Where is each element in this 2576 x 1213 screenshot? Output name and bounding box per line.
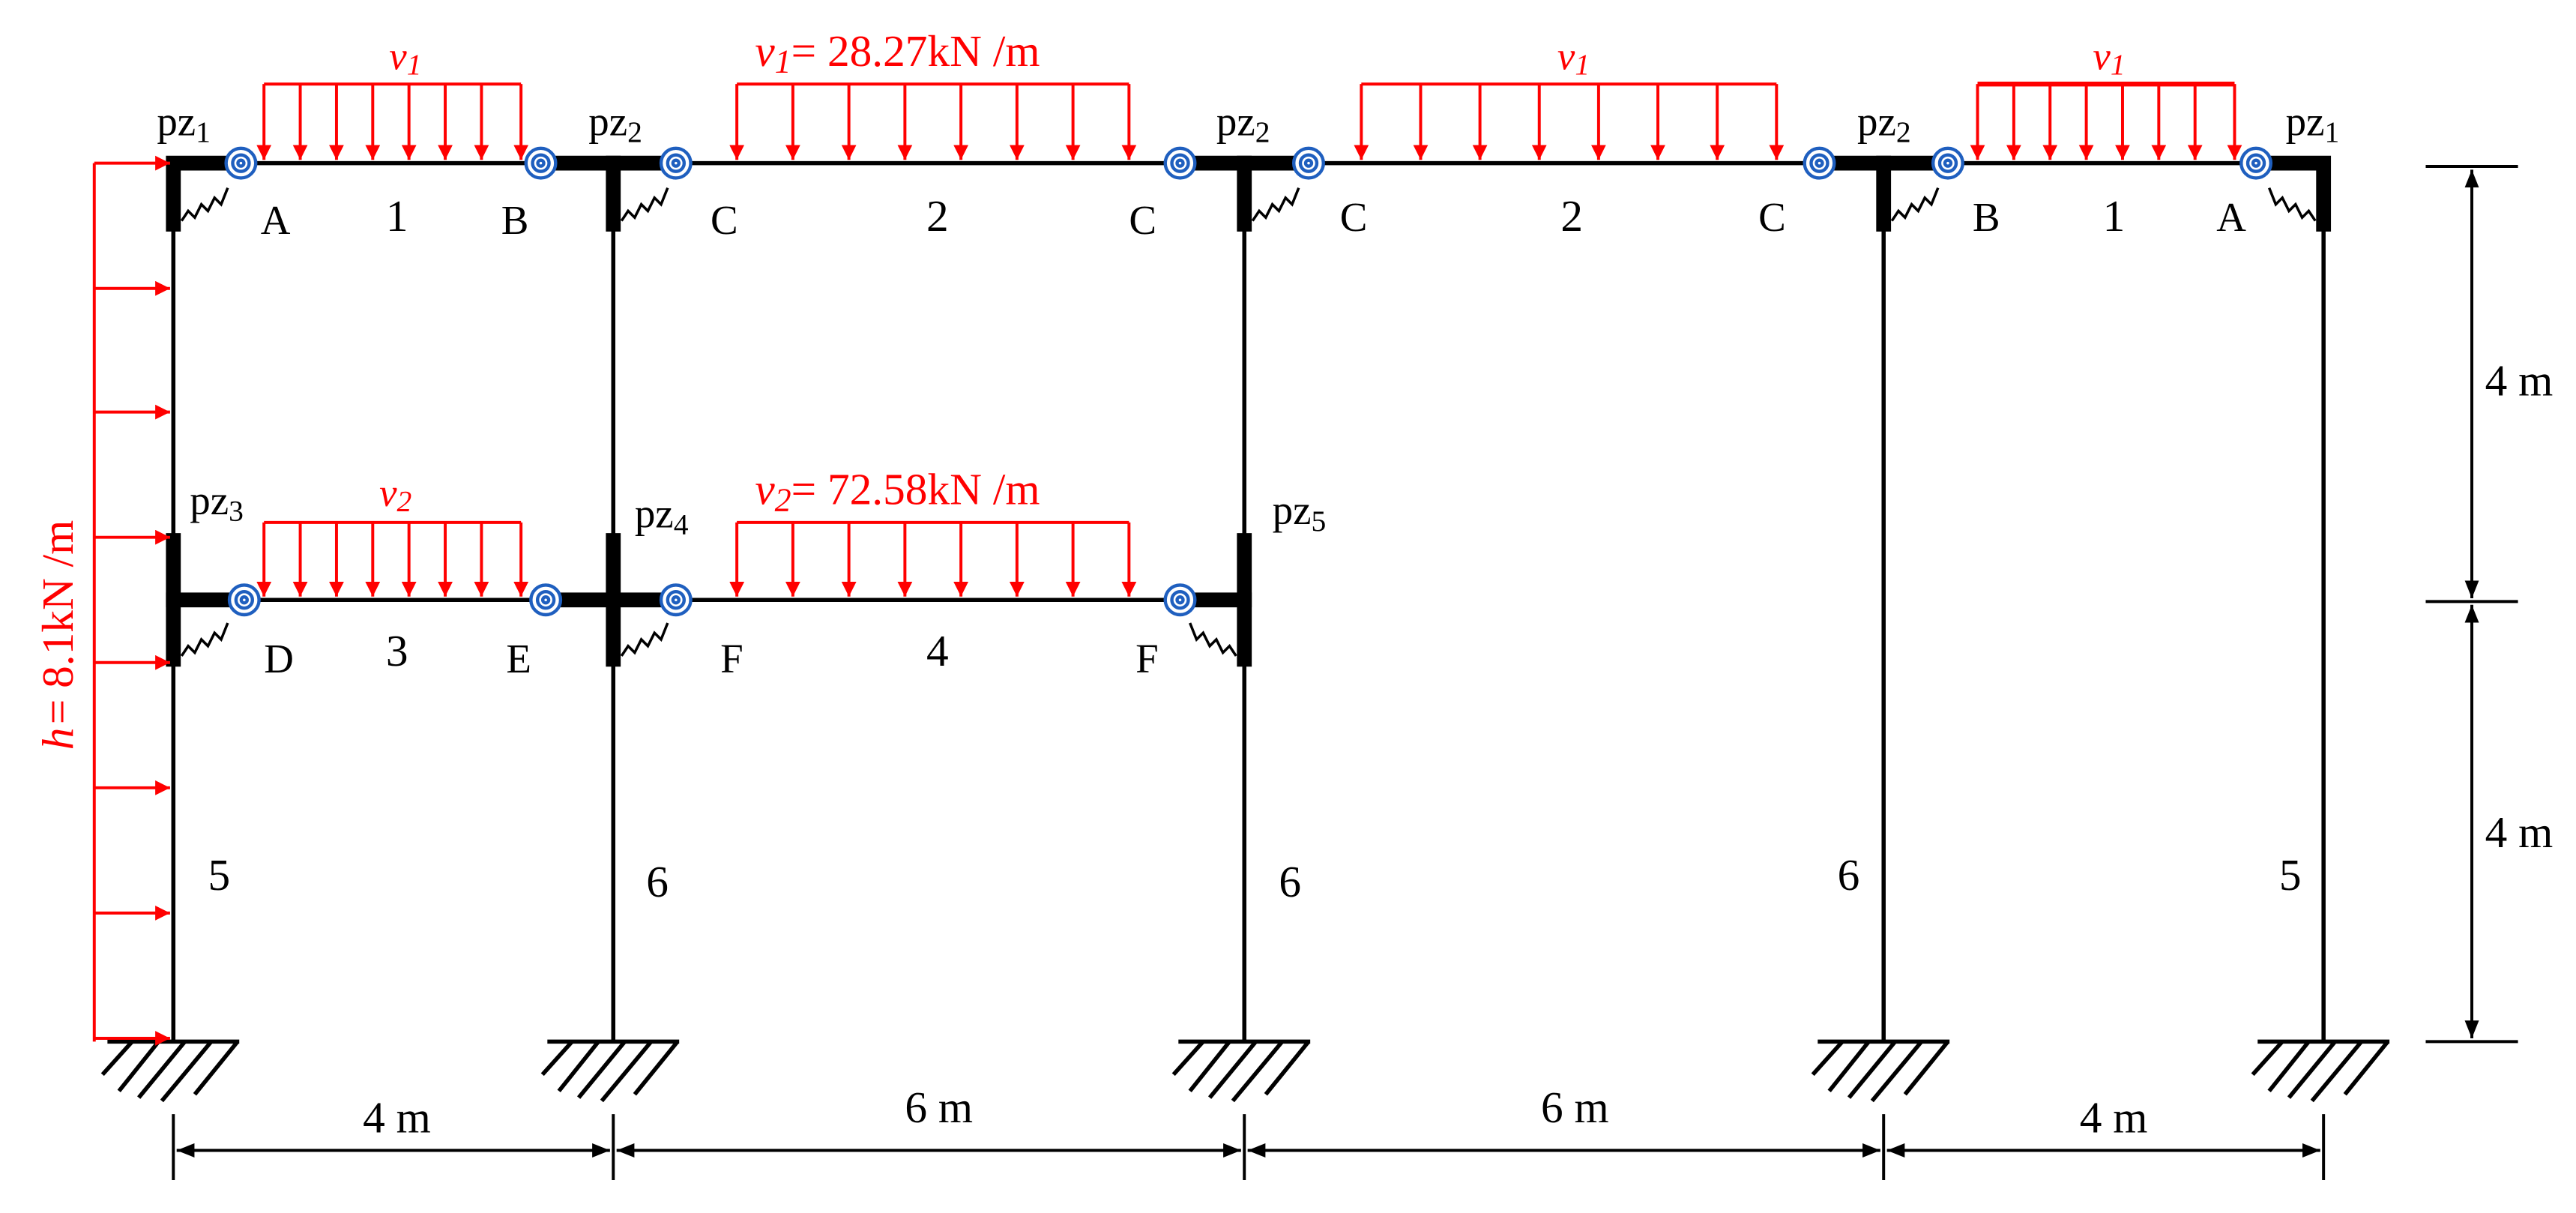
beam-end-labels: A B C C C C B A D E F F xyxy=(261,194,2246,681)
hinge-F-1 xyxy=(659,583,693,617)
panel-zone-pz1-left xyxy=(166,155,235,232)
label-beam-3: 3 xyxy=(386,626,408,675)
load-v1-beam-2-left xyxy=(729,82,1137,160)
label-pz1-right: pz1 xyxy=(2286,98,2340,148)
load-v1-beam-2-right xyxy=(1354,82,1785,160)
label-v1-beam-1-left: v1 xyxy=(389,34,421,81)
label-span-4: 4 m xyxy=(2080,1092,2148,1142)
label-pz2-1: pz2 xyxy=(588,98,642,148)
label-pz2-3: pz2 xyxy=(1857,98,1911,148)
label-beam-4: 4 xyxy=(926,626,949,675)
panel-zone-labels: pz1 pz2 pz2 pz2 pz1 pz3 pz4 pz5 xyxy=(157,98,2339,541)
label-end-F-2: F xyxy=(1135,636,1159,681)
label-end-B-right: B xyxy=(1973,194,2000,240)
panel-zone-pz1-right xyxy=(2260,155,2332,232)
support-3 xyxy=(1171,1039,1311,1103)
label-end-C-2: C xyxy=(1129,197,1156,243)
label-end-F-1: F xyxy=(720,636,743,681)
label-beam-2-left: 2 xyxy=(926,191,949,241)
label-end-D: D xyxy=(264,636,294,681)
label-v1-beam-2-right: v1 xyxy=(1557,34,1590,81)
hinge-D xyxy=(227,583,261,617)
panel-zones xyxy=(166,155,2332,667)
hinge-C-4 xyxy=(1803,146,1836,180)
support-2 xyxy=(540,1039,680,1103)
load-v1-beam-1-left xyxy=(256,82,529,160)
hinge-A-left xyxy=(224,146,258,180)
label-beam-1-right: 1 xyxy=(2103,191,2126,241)
hinge-B-right xyxy=(1931,146,1964,180)
label-span-2: 6 m xyxy=(905,1083,973,1132)
load-h-left-column xyxy=(92,155,170,1046)
label-storey-bottom: 4 m xyxy=(2485,807,2554,857)
load-v2-beam-3 xyxy=(256,520,529,597)
label-column-1: 5 xyxy=(208,850,230,900)
spiral-hinges xyxy=(224,146,2273,617)
dimension-lines xyxy=(172,165,2518,1181)
label-pz4: pz4 xyxy=(635,490,689,541)
fixed-supports xyxy=(100,1039,2390,1103)
label-storey-top: 4 m xyxy=(2485,356,2554,406)
rotational-springs-zigzag xyxy=(180,187,2317,657)
support-4 xyxy=(1811,1039,1950,1103)
label-span-3: 6 m xyxy=(1541,1083,1609,1132)
hinge-C-3 xyxy=(1291,146,1325,180)
support-1 xyxy=(100,1039,240,1103)
label-v1-beam-1-right: v1 xyxy=(2093,34,2125,81)
label-v1-value: v1= 28.27kN /m xyxy=(755,26,1040,80)
hinge-C-2 xyxy=(1163,146,1197,180)
label-v2-value: v2= 72.58kN /m xyxy=(755,465,1040,519)
hinge-B-left xyxy=(524,146,558,180)
distributed-loads xyxy=(92,81,2242,1046)
label-beam-1-left: 1 xyxy=(386,191,408,241)
label-v2-beam-3: v2 xyxy=(379,472,411,518)
hinge-C-1 xyxy=(659,146,693,180)
label-end-E: E xyxy=(506,636,531,681)
hinge-F-2 xyxy=(1163,583,1197,617)
label-end-C-4: C xyxy=(1758,194,1786,240)
hinge-E xyxy=(529,583,563,617)
label-pz2-2: pz2 xyxy=(1216,98,1270,148)
label-h-value: h= 8.1kN /m xyxy=(33,520,82,750)
load-v2-beam-4 xyxy=(729,520,1137,597)
label-beam-2-right: 2 xyxy=(1560,191,1583,241)
hinge-A-right xyxy=(2239,146,2273,180)
label-column-3: 6 xyxy=(1279,857,1301,906)
label-end-A-left: A xyxy=(261,197,291,243)
label-end-B-left: B xyxy=(501,197,529,243)
label-end-C-3: C xyxy=(1340,194,1368,240)
load-v1-beam-1-right xyxy=(1970,81,2242,160)
label-pz1-left: pz1 xyxy=(157,98,211,148)
load-labels: v1 v1= 28.27kN /m v1 v1 v2 v2= 72.58kN /… xyxy=(33,26,2125,750)
label-column-2: 6 xyxy=(646,857,669,906)
label-end-C-1: C xyxy=(711,197,738,243)
dimension-labels: 4 m 6 m 6 m 4 m 4 m 4 m xyxy=(363,356,2553,1143)
label-pz3: pz3 xyxy=(190,478,244,528)
label-column-5: 5 xyxy=(2279,850,2302,900)
label-span-1: 4 m xyxy=(363,1092,431,1142)
support-5 xyxy=(2251,1039,2390,1103)
member-number-labels: 1 2 2 1 3 4 5 6 6 6 5 xyxy=(208,191,2301,906)
label-end-A-right: A xyxy=(2216,194,2246,240)
label-pz5: pz5 xyxy=(1273,487,1327,538)
label-column-4: 6 xyxy=(1838,850,1860,900)
